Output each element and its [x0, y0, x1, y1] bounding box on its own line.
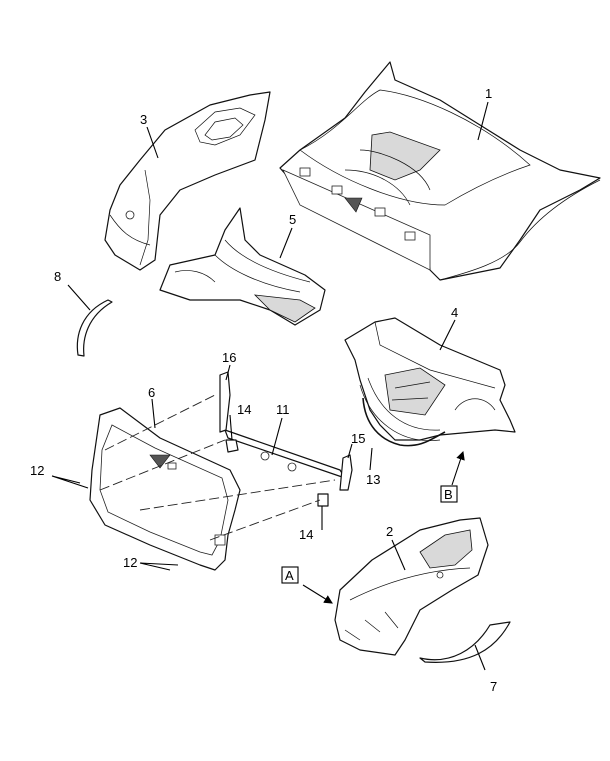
callout-3: 3: [140, 112, 147, 127]
callout-5: 5: [289, 212, 296, 227]
callout-12-lower: 12: [123, 555, 137, 570]
callout-15: 15: [351, 431, 365, 446]
bracket-part-16: [219, 371, 231, 433]
callout-labels: 1 2 3 4 5 6 7 8 11 12 12 13 14 14 15 16: [30, 86, 497, 694]
view-label-b: B: [440, 485, 458, 503]
leader-lines: [51, 101, 489, 671]
callout-7: 7: [490, 679, 497, 694]
callout-14-upper: 14: [237, 402, 251, 417]
callout-8: 8: [54, 269, 61, 284]
callout-16: 16: [222, 350, 236, 365]
hood-part-1: [279, 61, 601, 281]
fender-seal-part-7: [419, 621, 511, 663]
left-fender-part-3: [104, 91, 271, 271]
svg-text:B: B: [444, 487, 453, 502]
assembly-lines: [99, 394, 336, 541]
callout-11: 11: [276, 402, 290, 417]
right-fender-part-2: [334, 517, 489, 656]
svg-text:A: A: [285, 568, 294, 583]
callout-12-upper: 12: [30, 463, 44, 478]
callout-14-lower: 14: [299, 527, 313, 542]
crossmember-part-11: [224, 429, 346, 479]
view-label-a: A: [281, 566, 299, 584]
callout-4: 4: [451, 305, 458, 320]
callout-13: 13: [366, 472, 380, 487]
callout-1: 1: [485, 86, 492, 101]
seal-part-8: [76, 299, 113, 357]
callout-2: 2: [386, 524, 393, 539]
right-inner-panel-part-4: [344, 317, 516, 441]
harness-part-13: [362, 397, 446, 447]
nut-part-14-upper: [225, 439, 239, 453]
left-wheelhouse-panel-part-5: [159, 207, 326, 326]
callout-6: 6: [148, 385, 155, 400]
nut-part-14-lower: [317, 493, 329, 507]
bracket-part-15: [339, 454, 353, 491]
radiator-support-frame-part-6: [89, 407, 241, 571]
